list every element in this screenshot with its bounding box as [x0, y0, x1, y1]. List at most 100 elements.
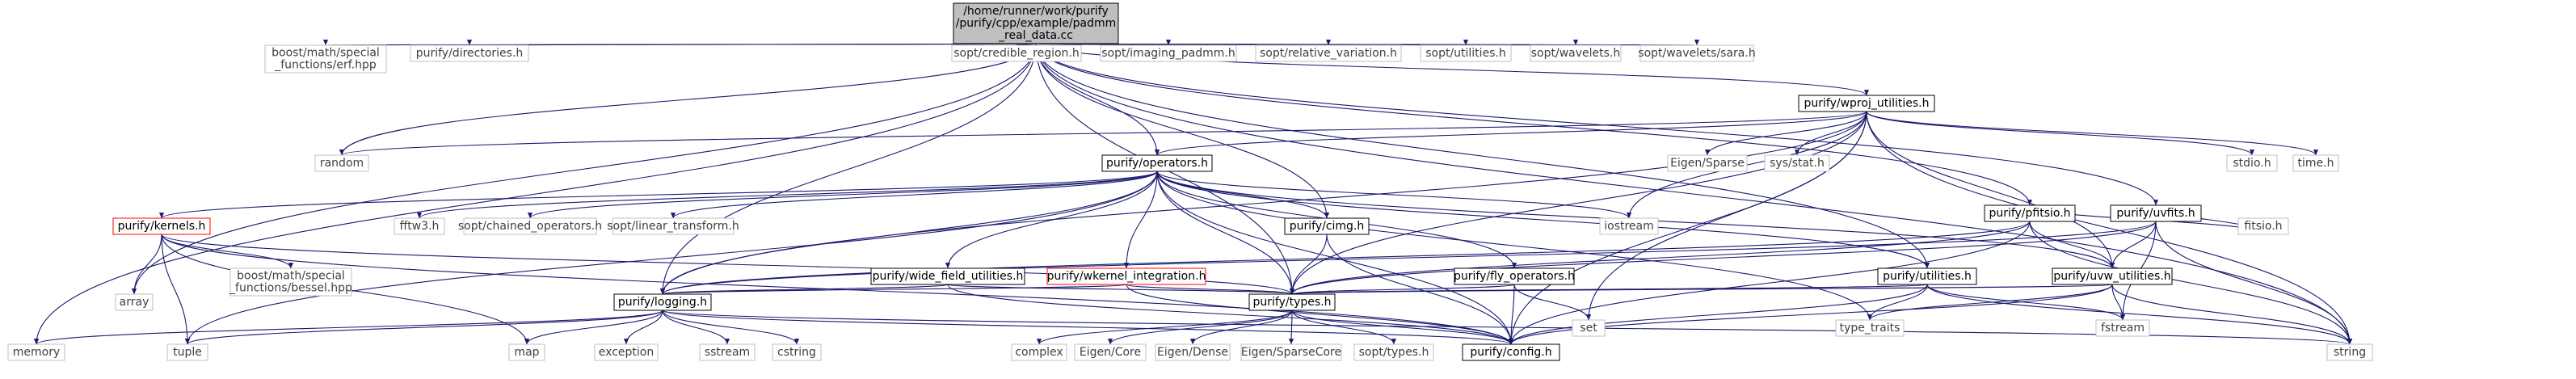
node-random: random — [314, 154, 369, 172]
node-uvw[interactable]: purify/uvw_utilities.h — [2052, 267, 2173, 285]
include-edge — [1291, 310, 1513, 345]
node-wkernel[interactable]: purify/wkernel_integration.h — [1046, 267, 1206, 285]
node-wide-field[interactable]: purify/wide_field_utilities.h — [870, 267, 1025, 285]
include-edge — [2109, 221, 2157, 269]
node-label: /purify/cpp/example/padmm — [956, 17, 1117, 30]
node-label: cstring — [777, 346, 816, 359]
node-box — [1240, 343, 1342, 361]
node-kernels[interactable]: purify/kernels.h — [112, 217, 211, 235]
include-edge — [1037, 310, 1293, 345]
node-uvfits[interactable]: purify/uvfits.h — [2110, 204, 2202, 222]
include-edge — [1290, 221, 2157, 295]
node-cimg[interactable]: purify/cimg.h — [1284, 217, 1370, 235]
node-p-utilities[interactable]: purify/utilities.h — [1877, 267, 1977, 285]
node-sopt-sara: sopt/wavelets/sara.h — [1638, 44, 1756, 62]
node-fly[interactable]: purify/fly_operators.h — [1454, 267, 1575, 285]
node-wproj[interactable]: purify/wproj_utilities.h — [1798, 95, 1935, 112]
include-edge — [1290, 284, 1515, 295]
node-label: exception — [599, 346, 654, 359]
node-box — [2110, 204, 2202, 222]
node-box — [1454, 267, 1575, 285]
include-edge — [1189, 310, 1293, 345]
node-label: fitsio.h — [2244, 220, 2282, 233]
node-eigen-dense: Eigen/Dense — [1155, 343, 1231, 361]
node-box — [112, 217, 211, 235]
node-box — [1101, 154, 1213, 172]
node-label: sopt/wavelets.h — [1531, 47, 1621, 60]
node-label: time.h — [2298, 157, 2334, 170]
node-box — [1798, 95, 1935, 112]
node-box — [2237, 217, 2289, 235]
include-edge — [1156, 171, 1295, 295]
node-label: sopt/credible_region.h — [953, 47, 1079, 60]
include-edge — [2029, 221, 2353, 345]
node-string: string — [2326, 343, 2373, 361]
include-edge — [1289, 234, 1328, 295]
node-label: purify/fly_operators.h — [1454, 270, 1575, 283]
node-label: sopt/utilities.h — [1425, 47, 1506, 60]
node-time: time.h — [2292, 154, 2339, 172]
node-label: Eigen/Core — [1080, 346, 1141, 359]
node-box — [463, 217, 597, 235]
node-label: boost/math/special — [271, 47, 380, 60]
node-label: fstream — [2101, 322, 2145, 335]
include-edge — [1291, 310, 1397, 345]
include-edge — [947, 284, 1294, 295]
include-edge — [1290, 221, 2031, 295]
node-label: tuple — [173, 346, 202, 359]
node-label: sopt/relative_variation.h — [1260, 47, 1397, 60]
include-edge — [1156, 171, 1514, 345]
node-label: array — [120, 296, 149, 309]
node-box — [1284, 217, 1370, 235]
node-label: random — [320, 157, 364, 170]
node-label: purify/kernels.h — [118, 220, 206, 233]
node-box — [1530, 44, 1622, 62]
include-edge — [1156, 171, 1930, 269]
include-edge — [1866, 111, 2115, 269]
node-label: purify/config.h — [1470, 346, 1551, 359]
include-edge — [1509, 284, 1928, 345]
node-box — [1155, 343, 1231, 361]
node-types[interactable]: purify/types.h — [1248, 293, 1336, 311]
node-sys-stat: sys/stat.h — [1764, 154, 1830, 172]
node-logging[interactable]: purify/logging.h — [613, 293, 712, 311]
node-label: complex — [1015, 346, 1063, 359]
include-edge — [1035, 43, 2158, 206]
node-label: /home/runner/work/purify — [963, 5, 1109, 18]
node-boost-erf: boost/math/special_functions/erf.hpp — [264, 44, 387, 74]
node-label: purify/types.h — [1253, 296, 1332, 309]
node-config[interactable]: purify/config.h — [1462, 343, 1560, 361]
include-edge — [339, 111, 1867, 156]
node-box — [1599, 217, 1659, 235]
node-boost-bessel: boost/math/special_functions/bessel.hpp — [229, 267, 352, 297]
node-box — [1420, 44, 1512, 62]
node-label: _functions/erf.hpp — [274, 59, 377, 72]
node-pfitsio[interactable]: purify/pfitsio.h — [1984, 204, 2076, 222]
include-edge — [34, 310, 663, 345]
node-label: sopt/imaging_padmm.h — [1101, 47, 1235, 60]
node-operators[interactable]: purify/operators.h — [1101, 154, 1213, 172]
include-edge — [671, 171, 1158, 219]
node-root[interactable]: /home/runner/work/purify/purify/cpp/exam… — [953, 2, 1119, 44]
node-label: type_traits — [1840, 322, 1900, 335]
include-edge — [1866, 111, 2254, 156]
include-edge — [1290, 284, 2113, 295]
node-box — [7, 343, 65, 361]
include-edge — [1704, 111, 1867, 156]
node-label: Eigen/Dense — [1157, 346, 1228, 359]
include-edge — [1867, 284, 2113, 321]
node-stdio: stdio.h — [2226, 154, 2278, 172]
node-complex: complex — [1011, 343, 1067, 361]
include-edge — [161, 234, 294, 269]
include-edge — [1508, 111, 1867, 345]
include-edge — [1926, 284, 2126, 321]
node-label: boost/math/special — [237, 270, 345, 283]
include-edge — [1123, 171, 1158, 269]
node-box — [2326, 343, 2373, 361]
include-edge — [131, 43, 1037, 295]
node-label: sopt/linear_transform.h — [607, 220, 739, 233]
node-linear: sopt/linear_transform.h — [607, 217, 739, 235]
node-label: string — [2334, 346, 2366, 359]
include-edge — [1035, 43, 2032, 206]
node-relative-variation: sopt/relative_variation.h — [1255, 44, 1402, 62]
